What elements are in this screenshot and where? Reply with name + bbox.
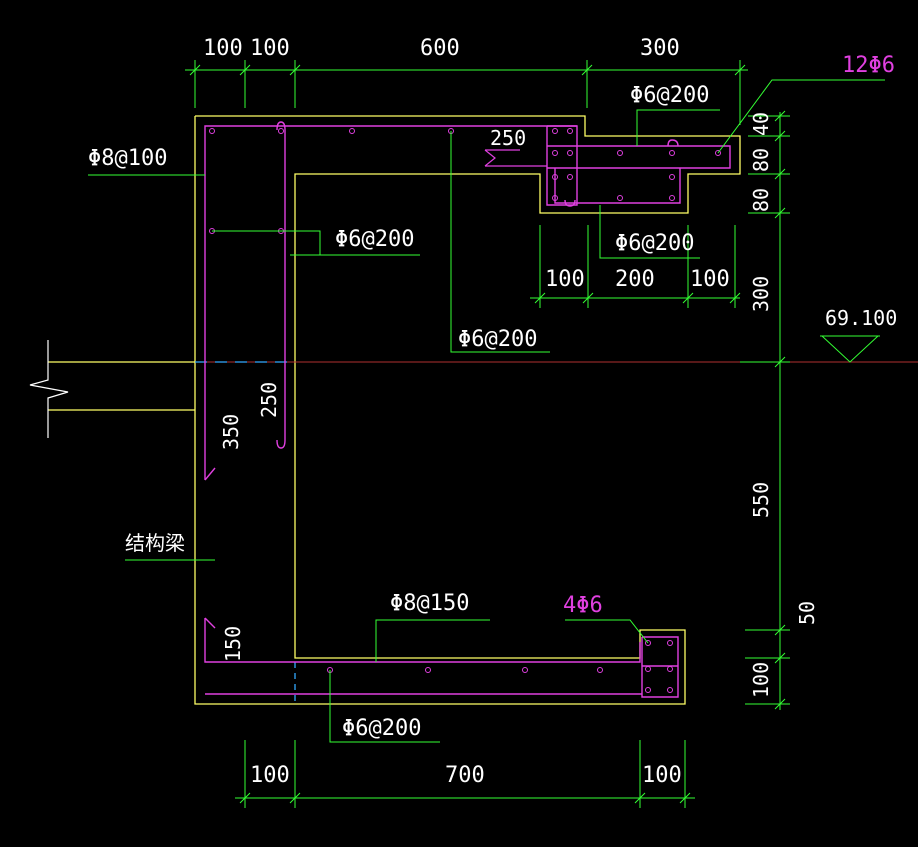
rebar-dot xyxy=(425,667,431,673)
bottom-slab-hook xyxy=(204,617,216,629)
magenta-texts: 12Φ6 4Φ6 xyxy=(563,53,895,618)
rebar-dots xyxy=(209,128,721,693)
dimension-lines xyxy=(88,60,885,808)
rebar-dot xyxy=(597,667,603,673)
rebar-dot xyxy=(669,195,675,201)
label-elevation: 69.100 xyxy=(825,306,897,330)
break-line-symbol xyxy=(29,340,69,438)
label-beam: 结构梁 xyxy=(125,531,185,555)
dim-inner-250-left: 250 xyxy=(257,382,281,418)
rebar-dot xyxy=(209,128,215,134)
rotated-dimension-texts: 40 80 80 300 550 50 100 250 350 150 xyxy=(219,112,819,698)
rebar-dot xyxy=(617,150,623,156)
dim-right-300: 300 xyxy=(749,276,773,312)
dim-step-200: 200 xyxy=(615,267,655,292)
dim-inner-350: 350 xyxy=(219,414,243,450)
dim-step-100b: 100 xyxy=(690,267,730,292)
rebar-dot xyxy=(567,128,573,134)
inner-wall-rebar-bottom-hook xyxy=(276,439,286,449)
label-top-slab-rebar: Φ6@200 xyxy=(630,83,709,108)
outer-concrete-outline xyxy=(194,115,741,705)
inner-wall-rebar-top-hook xyxy=(276,121,286,131)
label-step-rebar: Φ6@200 xyxy=(615,231,694,256)
dim-bottom-700: 700 xyxy=(445,763,485,788)
stirrup-step xyxy=(554,168,681,204)
dim-top-300: 300 xyxy=(640,36,680,61)
dim-top-100b: 100 xyxy=(250,36,290,61)
rebar-dot xyxy=(617,195,623,201)
rebar-dot xyxy=(522,667,528,673)
label-mid-rebar: Φ6@200 xyxy=(458,327,537,352)
dim-right-550: 550 xyxy=(749,482,773,518)
rebar-dot xyxy=(278,128,284,134)
dim-right-80a: 80 xyxy=(749,148,773,172)
dim-right-40: 40 xyxy=(749,112,773,136)
outer-rebar-hook xyxy=(204,467,216,481)
dim-inner-250-top: 250 xyxy=(490,126,526,150)
rebar-dot xyxy=(645,640,651,646)
dim-top-100a: 100 xyxy=(203,36,243,61)
dim-bottom-100b: 100 xyxy=(642,763,682,788)
stirrup-hook-a xyxy=(667,139,679,147)
rebar-dot xyxy=(567,174,573,180)
stirrup-hook-b xyxy=(564,199,576,207)
rebar-dot xyxy=(715,150,721,156)
rebar-dot xyxy=(669,150,675,156)
dim-bottom-100a: 100 xyxy=(250,763,290,788)
label-bottom-slab-rebar: Φ8@150 xyxy=(390,591,469,616)
dim-right-80b: 80 xyxy=(749,188,773,212)
dim-inner-150: 150 xyxy=(221,626,245,662)
rebar-dot xyxy=(667,640,673,646)
dim-right-100: 100 xyxy=(749,662,773,698)
dim-right-50: 50 xyxy=(795,601,819,625)
stirrup-left xyxy=(546,125,578,206)
bottom-corner-stirrup xyxy=(641,636,679,698)
rebar-dot xyxy=(552,128,558,134)
rebar-dot xyxy=(552,150,558,156)
rebar-dot xyxy=(645,666,651,672)
rebar-group xyxy=(204,121,731,698)
rebar-dot xyxy=(669,174,675,180)
rebar-dot xyxy=(645,687,651,693)
break-mark xyxy=(484,149,496,167)
label-bottom-dist-rebar: Φ6@200 xyxy=(342,716,421,741)
stirrup-top xyxy=(547,145,731,169)
dim-step-100a: 100 xyxy=(545,267,585,292)
concrete-outline xyxy=(48,115,741,705)
bottom-slab-rebar xyxy=(204,618,641,663)
rebar-dot xyxy=(349,128,355,134)
label-outer-rebar: Φ8@100 xyxy=(88,146,167,171)
dim-top-600: 600 xyxy=(420,36,460,61)
rebar-dot xyxy=(552,195,558,201)
label-4-phi6: 4Φ6 xyxy=(563,593,603,618)
dimension-texts: 100 100 600 300 100 200 100 100 700 100 … xyxy=(88,36,897,788)
rebar-dot xyxy=(552,174,558,180)
rebar-dot xyxy=(667,687,673,693)
label-12-phi6: 12Φ6 xyxy=(842,53,895,78)
rebar-dot xyxy=(667,666,673,672)
outer-rebar xyxy=(204,125,547,480)
rebar-dot xyxy=(567,150,573,156)
label-inner-wall-rebar: Φ6@200 xyxy=(335,227,414,252)
